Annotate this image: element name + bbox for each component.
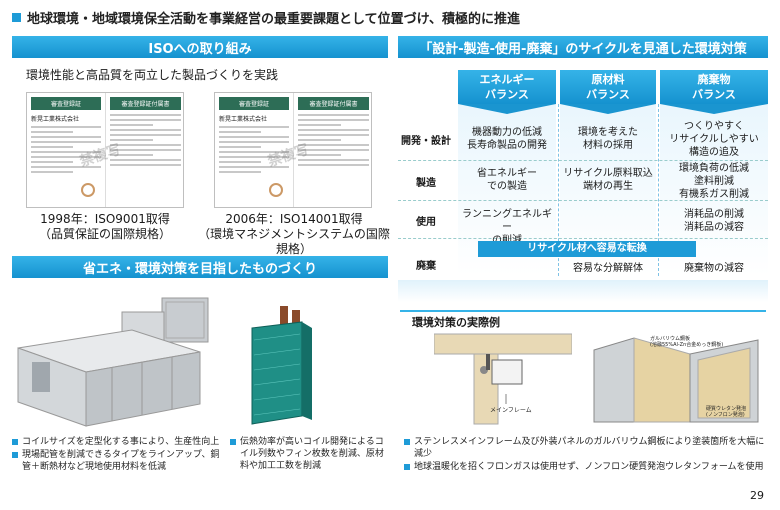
col-line1: 廃棄物 [697,73,731,86]
caption-year: 2006年：ISO14001取得 [225,212,363,226]
caption-year: 1998年：ISO9001取得 [40,212,170,226]
cycle-fade-band [398,280,768,302]
eco-banner: 省エネ・環境対策を目指したものづくり [12,256,388,278]
panel-diagram: ガルバリウム鋼板 (溶融55%Al-Zn合金めっき鋼板) 硬質ウレタン発泡 (ノ… [593,335,759,423]
row-label-design: 開発・設計 [401,136,451,147]
air-handling-unit-image [12,290,212,430]
cell-disposal-waste: 廃棄物の減容 [684,263,744,274]
caption-note: （環境マネジメントシステムの国際規格） [198,227,390,256]
iso14001-caption: 2006年：ISO14001取得 （環境マネジメントシステムの国際規格） [196,212,392,257]
foam-label-line2: (ノンフロン発泡) [706,411,745,418]
row-label-manufacturing: 製造 [416,178,436,189]
row-divider [398,200,768,201]
panel-section-diagram: ガルバリウム鋼板 (溶融55%Al-Zn合金めっき鋼板) 硬質ウレタン発泡 (ノ… [590,330,762,426]
page-number: 29 [750,489,764,502]
iso-banner: ISOへの取り組み [12,36,388,58]
col-line2: バランス [586,88,630,101]
cert-company: 新晃工業株式会社 [219,116,268,123]
cell-design-material: 環境を考えた材料の採用 [578,127,638,151]
col-line2: バランス [692,88,736,101]
seal-icon [81,183,95,197]
column-header-waste: 廃棄物 バランス [660,70,768,104]
cell-mfg-energy: 省エネルギーでの製造 [477,168,537,192]
row-label-use: 使用 [416,217,436,228]
cert-header: 審査登録証 [31,97,101,110]
steel-label-line1: ガルバリウム鋼板 [650,335,690,342]
cert-annex-header: 審査登録証付属書 [298,97,369,110]
iso14001-certificate: 審査登録証 新晃工業株式会社 審査登録証付属書 禁複写 [214,92,372,208]
column-divider [558,104,559,276]
down-arrow-icon [560,104,656,114]
bullet-item: 地球温暖化を招くフロンガスは使用せず、ノンフロン硬質発泡ウレタンフォームを使用 [404,461,768,473]
eco-bullets-left: コイルサイズを定型化する事により、生産性向上 現場配管を削減できるタイプをライン… [12,436,220,474]
frame-label: メインフレーム [490,407,532,414]
down-arrow-icon [458,104,556,114]
foam-label: 硬質ウレタン発泡 (ノンフロン発泡) [706,405,748,418]
cell-use-waste: 消耗品の削減消耗品の減容 [684,209,744,233]
title-square-icon [12,13,21,22]
example-bullets: ステンレスメインフレーム及び外装パネルのガルバリウム鋼板により塗装箇所を大幅に減… [404,436,768,474]
col-line1: エネルギー [479,73,535,86]
bullet-item: ステンレスメインフレーム及び外装パネルのガルバリウム鋼板により塗装箇所を大幅に減… [404,436,768,460]
bullet-item: コイルサイズを定型化する事により、生産性向上 [12,436,220,448]
seal-icon [269,183,283,197]
foam-label-line1: 硬質ウレタン発泡 [706,405,746,412]
caption-note: （品質保証の国際規格） [38,227,171,241]
frame-section-diagram: メインフレーム [433,330,573,426]
cell-design-waste: つくりやすくリサイクルしやすい構造の追及 [669,121,759,158]
cell-mfg-material: リサイクル原料取込端材の再生 [563,168,653,192]
cert-company: 新晃工業株式会社 [31,116,80,123]
cert-annex-header: 審査登録証付属書 [110,97,181,110]
down-arrow-icon [660,104,768,114]
coil-image [228,300,328,430]
example-title: 環境対策の実際例 [412,316,500,329]
iso9001-certificate: 審査登録証 新晃工業株式会社 審査登録証付属書 禁複写 [26,92,184,208]
cell-design-energy: 機器動力の低減長寿命製品の開発 [467,127,547,151]
cell-mfg-waste: 環境負荷の低減塗料削減有機系ガス削減 [679,163,749,200]
iso-subtitle: 環境性能と高品質を両立した製品づくりを実践 [26,68,279,82]
row-divider [398,238,768,239]
steel-label: ガルバリウム鋼板 (溶融55%Al-Zn合金めっき鋼板) [650,335,723,348]
coil-illustration [251,306,312,425]
col-line1: 原材料 [591,73,625,86]
eco-bullets-mid: 伝熱効率が高いコイル開発によるコイル列数やフィン枚数を削減、原材料や加工工数を削… [230,436,390,473]
page-title: 地球環境・地域環境保全活動を事業経営の最重要課題として位置づけ、積極的に推進 [12,8,520,27]
column-header-material: 原材料 バランス [560,70,656,104]
ahu-illustration [17,297,209,427]
cycle-banner: 「設計-製造-使用-廃棄」のサイクルを見通した環境対策 [398,36,768,58]
cert-header: 審査登録証 [219,97,289,110]
frame-diagram: メインフレーム [433,333,573,425]
bullet-item: 現場配管を削減できるタイプをラインアップ、銅管＋断熱材など現地使用材料を低減 [12,449,220,473]
row-divider [398,160,768,161]
row-label-disposal: 廃棄 [416,261,436,272]
col-line2: バランス [485,88,529,101]
column-divider [658,104,659,276]
recycle-material-bar: リサイクル材へ容易な転換 [478,241,696,257]
page-title-text: 地球環境・地域環境保全活動を事業経営の最重要課題として位置づけ、積極的に推進 [27,12,520,27]
steel-label-line2: (溶融55%Al-Zn合金めっき鋼板) [650,341,723,348]
cell-use-energy: ランニングエネルギーの削減 [462,209,552,246]
cell-disposal-material: 容易な分解解体 [573,263,643,274]
column-header-energy: エネルギー バランス [458,70,556,104]
iso9001-caption: 1998年：ISO9001取得 （品質保証の国際規格） [20,212,190,242]
bullet-item: 伝熱効率が高いコイル開発によるコイル列数やフィン枚数を削減、原材料や加工工数を削… [230,436,390,472]
